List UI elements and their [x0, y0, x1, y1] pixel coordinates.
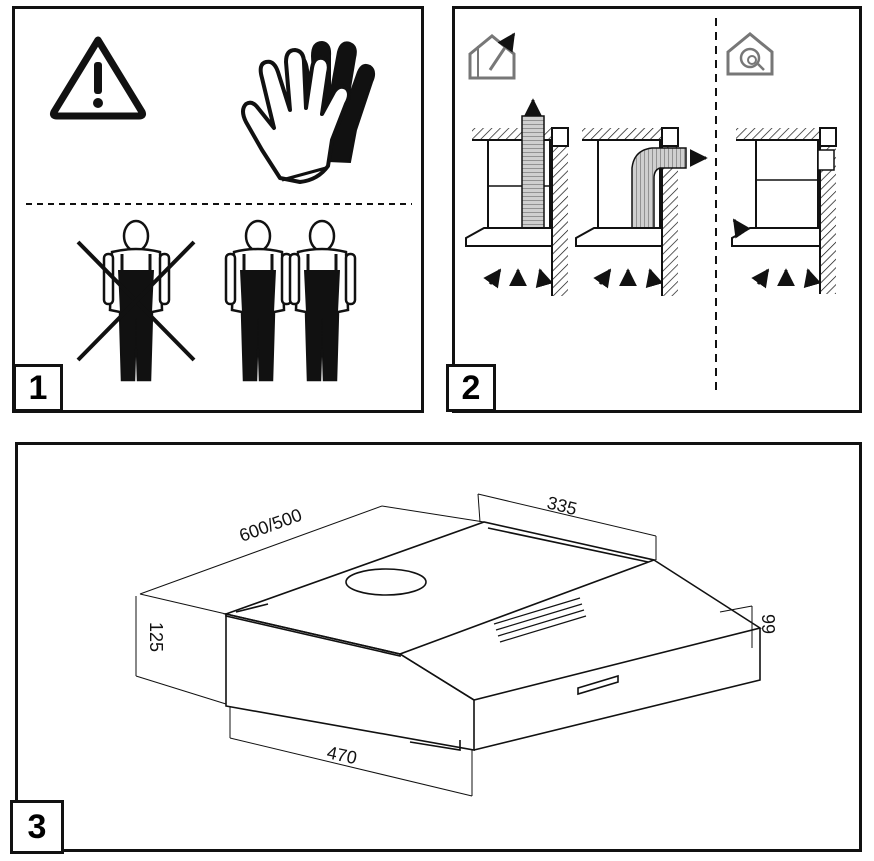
dimension-side-height-label: 99	[758, 614, 778, 634]
panel-dimensions	[15, 442, 862, 852]
warning-triangle-icon	[49, 36, 147, 120]
dimension-lines	[135, 493, 753, 797]
single-person-crossed-icon	[76, 219, 196, 382]
panel-number-badge: 3	[10, 800, 64, 854]
dimension-width-label: 600/500	[237, 505, 305, 546]
hood-drawing	[223, 521, 762, 751]
dimension-depth-label: 335	[545, 492, 579, 519]
scene-recirculation	[731, 127, 837, 294]
panel-number-badge: 2	[446, 364, 496, 412]
dimension-front-height-label: 125	[146, 622, 166, 652]
dimension-front-depth-label: 470	[325, 742, 359, 768]
panel-number-badge: 1	[13, 364, 63, 412]
scene-horizontal-extraction	[575, 127, 708, 296]
scene-vertical-extraction	[465, 98, 569, 296]
gloves-icon	[241, 40, 376, 184]
extraction-mode-icon	[468, 32, 516, 80]
recirculation-mode-icon	[726, 32, 774, 76]
two-person-icon	[224, 219, 357, 382]
